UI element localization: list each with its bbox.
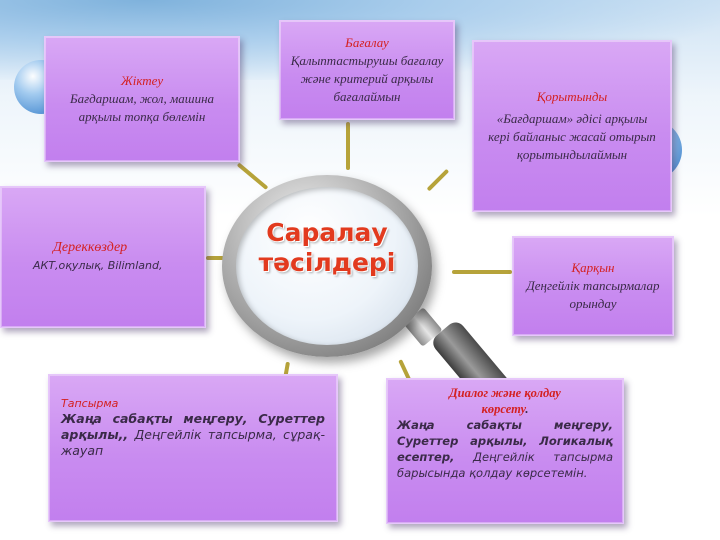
connector-jiktey [236,162,269,190]
box-dialog-title-dot: . [525,402,529,416]
box-tapsyrma-title: Тапсырма [61,397,119,410]
connector-derekkozder [206,256,234,260]
box-qorytyndy-title: Қорытынды [536,89,608,104]
box-bagalau-title: Бағалау [345,35,389,50]
box-dialog-body-bold: Жаңа сабақты меңгеру, Суреттер арқылы, Л… [397,418,613,464]
center-title: Саралау тәсілдері [236,218,418,278]
box-derekkozder-body: АКТ,оқулық, Bilimland, [33,259,163,272]
box-dialog-title-text: Диалог және қолдау көрсету [449,386,561,416]
box-dialog-body: Жаңа сабақты меңгеру, Суреттер арқылы, Л… [397,417,613,481]
box-tapsyrma-body: Жаңа сабақты меңгеру, Суреттер арқылы,, … [61,411,325,459]
box-bagalau: Бағалау Қалыптастырушы бағалау және крит… [279,20,455,120]
box-dialog-body-rest: Деңгейлік тапсырма барысында қолдау көрс… [397,450,613,480]
center-title-line1: Саралау [266,218,388,247]
box-dialog-title: Диалог және қолдау көрсету. [397,385,613,417]
box-qarqyn-title: Қарқын [571,260,615,275]
box-qarqyn: Қарқын Деңгейлік тапсырмалар орындау [512,236,674,336]
box-tapsyrma-body-bold: Жаңа сабақты меңгеру, Суреттер арқылы,, [61,411,325,442]
connector-qarqyn [452,270,512,274]
box-derekkozder-title: Дереккөздер [53,240,128,255]
center-title-line2: тәсілдері [258,248,396,277]
box-bagalau-body: Қалыптастырушы бағалау және критерий арқ… [290,53,444,104]
box-jiktey: Жіктеу Бағдаршам, жол, машина арқылы топ… [44,36,240,162]
box-jiktey-title: Жіктеу [120,73,164,88]
connector-qorytyndy [426,168,450,192]
connector-bagalau [346,122,350,170]
box-tapsyrma-body-rest: Деңгейлік тапсырма, сұрақ-жауап [61,427,325,458]
box-qorytyndy-body: «Бағдаршам» әдісі арқылы кері байланыс ж… [488,111,656,162]
box-derekkozder: Дереккөздер АКТ,оқулық, Bilimland, [0,186,206,328]
box-qarqyn-body: Деңгейлік тапсырмалар орындау [526,278,660,311]
box-dialog: Диалог және қолдау көрсету. Жаңа сабақты… [386,378,624,524]
box-qorytyndy: Қорытынды «Бағдаршам» әдісі арқылы кері … [472,40,672,212]
box-tapsyrma: Тапсырма Жаңа сабақты меңгеру, Суреттер … [48,374,338,522]
box-jiktey-body: Бағдаршам, жол, машина арқылы топқа бөле… [69,91,215,124]
magnifier-lens [236,187,418,345]
